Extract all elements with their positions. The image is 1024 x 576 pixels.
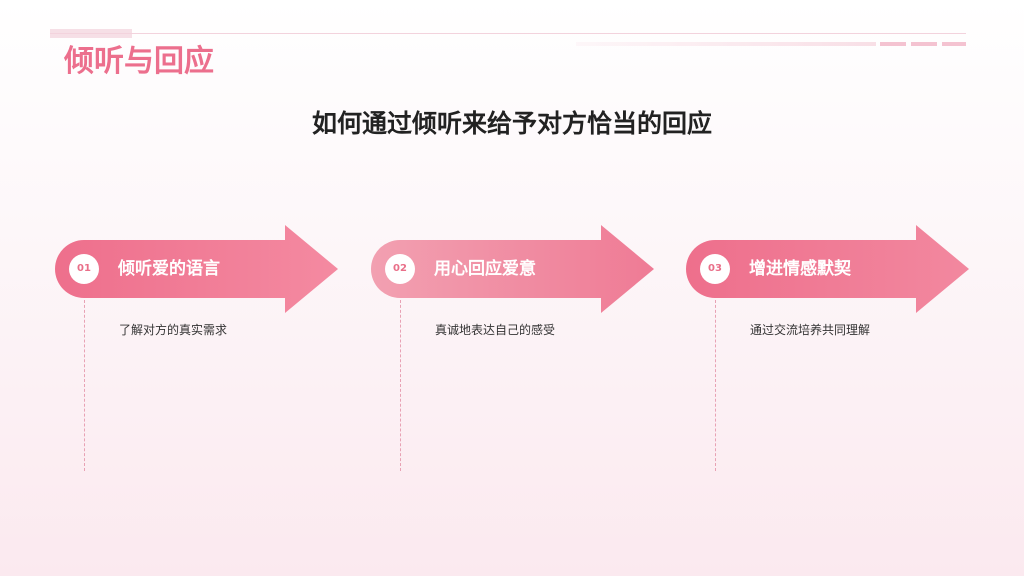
- arrow-shape: [371, 225, 654, 313]
- dashed-connector: [84, 295, 85, 471]
- step-label: 增进情感默契: [749, 259, 851, 279]
- step-label: 用心回应爱意: [434, 259, 536, 279]
- step-label: 倾听爱的语言: [118, 259, 220, 279]
- main-title: 如何通过倾听来给予对方恰当的回应: [311, 109, 712, 138]
- header-decoration-segment: [911, 42, 937, 46]
- dashed-connector: [715, 295, 716, 471]
- arrow-shape: [55, 225, 338, 313]
- step-card-3: 03 增进情感默契 通过交流培养共同理解: [686, 225, 971, 475]
- step-number-badge: 01: [69, 254, 99, 284]
- step-number-badge: 03: [700, 254, 730, 284]
- step-card-1: 01 倾听爱的语言 了解对方的真实需求: [55, 225, 340, 475]
- step-number-badge: 02: [385, 254, 415, 284]
- step-card-2: 02 用心回应爱意 真诚地表达自己的感受: [371, 225, 656, 475]
- step-description: 通过交流培养共同理解: [750, 323, 871, 337]
- header-decoration-bar: [576, 42, 876, 46]
- header-title: 倾听与回应: [64, 44, 214, 79]
- step-description: 了解对方的真实需求: [119, 323, 228, 337]
- header-decoration-segment: [880, 42, 906, 46]
- header-decoration-segment: [942, 42, 966, 46]
- step-description: 真诚地表达自己的感受: [435, 323, 556, 337]
- arrow-shape: [686, 225, 969, 313]
- header-decoration-line: [50, 33, 966, 34]
- dashed-connector: [400, 295, 401, 471]
